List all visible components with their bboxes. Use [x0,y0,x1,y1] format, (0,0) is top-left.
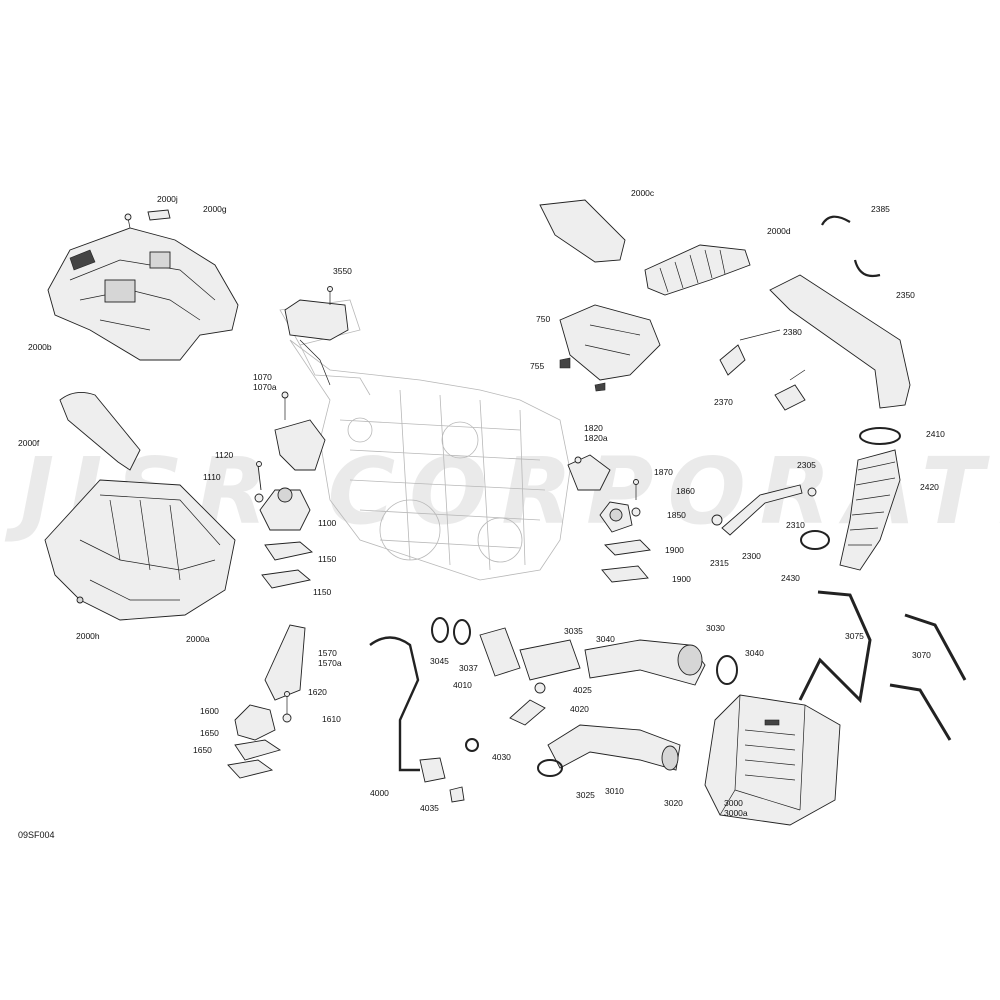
callout-label: 1620 [308,687,327,697]
callout-label: 3035 [564,626,583,636]
callout-label: 1900 [672,574,691,584]
part-2385-rings [821,215,881,278]
part-3035-throttle [519,639,581,681]
callout-label: 4030 [492,752,511,762]
part-1850-engine-mount [567,454,651,583]
callout-label: 3075 [845,631,864,641]
callout-label: 2380 [783,327,802,337]
part-4025-sensor [534,682,546,694]
callout-label: 2300 [742,551,761,561]
part-2315-clamp [711,514,723,526]
callout-label: 2410 [926,429,945,439]
part-2000f-air-filter [59,391,141,471]
part-2420-hose [839,449,901,571]
part-2000a-air-box-base [44,479,236,621]
callout-label: 3070 [912,650,931,660]
callout-label: 4025 [573,685,592,695]
part-2310-fitting [807,487,817,497]
sheet-code: 09SF004 [18,830,55,840]
part-2350-tube [769,274,911,409]
callout-label: 1650 [200,728,219,738]
part-3025-clamp [537,759,563,777]
part-2410-clamp [859,427,901,445]
callout-label: 2315 [710,558,729,568]
callout-label: 3030 [706,623,725,633]
callout-label: 1900 [665,545,684,555]
part-4020-tube [509,699,546,726]
callout-label: 2000h [76,631,100,641]
callout-label: 3025 [576,790,595,800]
callout-label: 1110 [203,472,221,482]
callout-label: 4035 [420,803,439,813]
callout-label: 3045 [430,656,449,666]
part-2430-clamp [800,530,830,550]
callout-label: 1150 [313,587,332,597]
callout-label: 2000b [28,342,52,352]
callout-label: 1150 [318,554,337,564]
part-3040-clamp [716,655,738,685]
callout-label: 3020 [664,798,683,808]
part-3075-bracket [798,590,872,704]
callout-label: 1070 1070a [253,372,277,392]
part-4030-clamp [465,738,479,752]
part-3000-intercooler [704,694,841,826]
callout-label: 1600 [200,706,219,716]
callout-label: 2000a [186,634,210,644]
callout-label: 2350 [896,290,915,300]
callout-label: 2000j [157,194,178,204]
callout-label: 2000g [203,204,227,214]
callout-label: 1570 1570a [318,648,342,668]
callout-label: 1650 [193,745,212,755]
part-750-cover [559,304,661,392]
part-2000b-air-box-cover [47,209,239,361]
callout-label: 750 [536,314,551,324]
part-2000d-hose [644,244,751,296]
callout-label: 3037 [459,663,478,673]
callout-label: 2000d [767,226,791,236]
callout-label: 755 [530,361,545,371]
callout-label: 2000c [631,188,655,198]
part-3550-module [284,286,349,386]
callout-label: 1850 [667,510,686,520]
callout-label: 1820 1820a [584,423,608,443]
callout-label: 2305 [797,460,816,470]
part-3030-charge-pipe [584,639,706,686]
part-2000c-intake-duct [539,199,626,263]
part-4010-vent-hose [369,636,465,803]
callout-label: 1870 [654,467,673,477]
part-3010-pipe [547,724,681,771]
part-2300-hose [721,484,803,536]
callout-label: 3000 3000a [724,798,748,818]
callout-label: 4020 [570,704,589,714]
callout-label: 2310 [786,520,805,530]
callout-label: 1100 [318,518,337,528]
callout-label: 3040 [745,648,764,658]
part-1600-engine-mount-rear [227,624,306,779]
callout-label: 4010 [453,680,472,690]
callout-label: 3040 [596,634,615,644]
callout-label: 3010 [605,786,624,796]
part-2370-brackets [719,329,806,411]
callout-label: 2000f [18,438,40,448]
callout-label: 2420 [920,482,939,492]
callout-label: 2370 [714,397,733,407]
callout-label: 1120 [215,450,234,460]
part-1100-engine-mount [254,391,326,589]
callout-label: 1860 [676,486,695,496]
part-3070-bracket [889,613,967,741]
callout-label: 1610 [322,714,341,724]
callout-label: 4000 [370,788,389,798]
callout-label: 3550 [333,266,352,276]
callout-label: 2385 [871,204,890,214]
part-3037-coupler [431,617,521,677]
callout-label: 2430 [781,573,800,583]
